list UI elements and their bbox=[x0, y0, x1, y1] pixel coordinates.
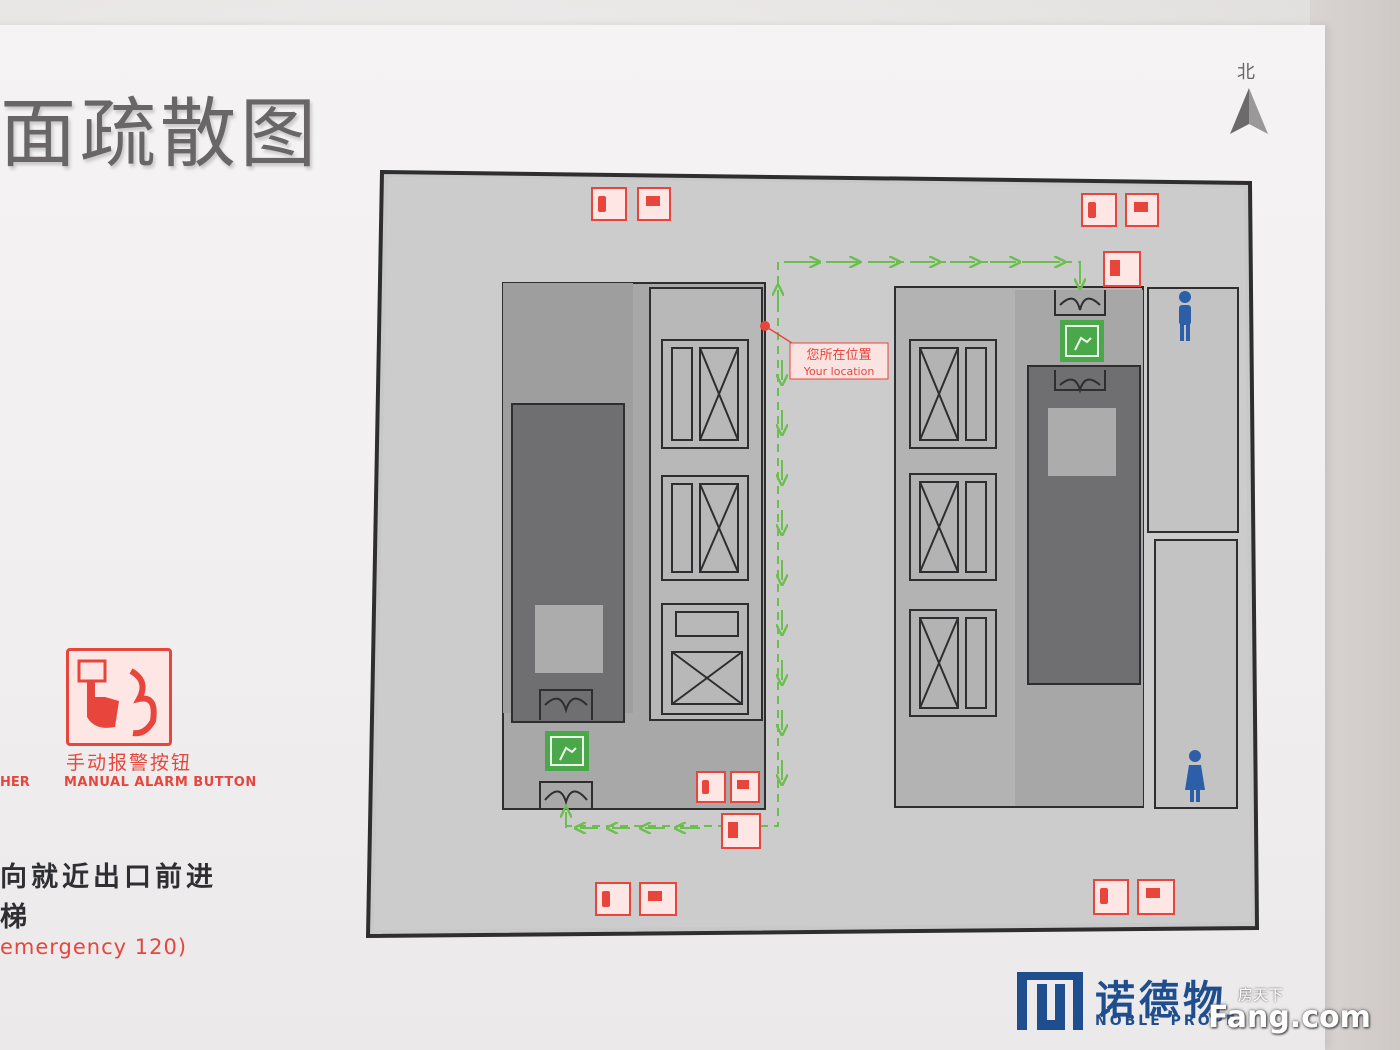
company-name-en: NOBLE PROPE bbox=[1095, 1013, 1239, 1029]
right-core-block bbox=[894, 286, 1239, 809]
alarm-button-icon bbox=[66, 648, 172, 746]
location-label-cn: 您所在位置 bbox=[806, 347, 871, 363]
watermark: Fang.com bbox=[1208, 1000, 1371, 1035]
legend-extinguisher-label-fragment: HER bbox=[0, 775, 30, 790]
compass-arrow-icon bbox=[1230, 88, 1268, 134]
person-icon bbox=[1179, 291, 1191, 341]
north-label: 北 bbox=[1237, 62, 1255, 83]
wall-background bbox=[1310, 0, 1400, 1050]
exit-sign-icon bbox=[1060, 320, 1104, 362]
emergency-note: emergency 120) bbox=[0, 935, 188, 959]
watermark-cn: 房天下 bbox=[1238, 986, 1284, 1004]
company-name: 诺德物 bbox=[1095, 978, 1227, 1024]
left-core-block bbox=[502, 282, 766, 810]
exit-sign-icon bbox=[545, 731, 589, 771]
company-logo bbox=[1017, 972, 1083, 1030]
instruction-line: 梯 bbox=[0, 902, 27, 933]
location-label-en: Your location bbox=[803, 365, 875, 378]
legend-alarm-label-en: MANUAL ALARM BUTTON bbox=[64, 775, 257, 790]
evacuation-route bbox=[566, 261, 1081, 827]
legend-alarm-label: 手动报警按钮 bbox=[66, 752, 193, 774]
instruction-line: 向就近出口前进 bbox=[0, 862, 217, 893]
alarm-button-icon bbox=[598, 196, 1160, 907]
page-title: 面疏散图 bbox=[0, 89, 320, 178]
person-icon bbox=[1185, 750, 1205, 802]
